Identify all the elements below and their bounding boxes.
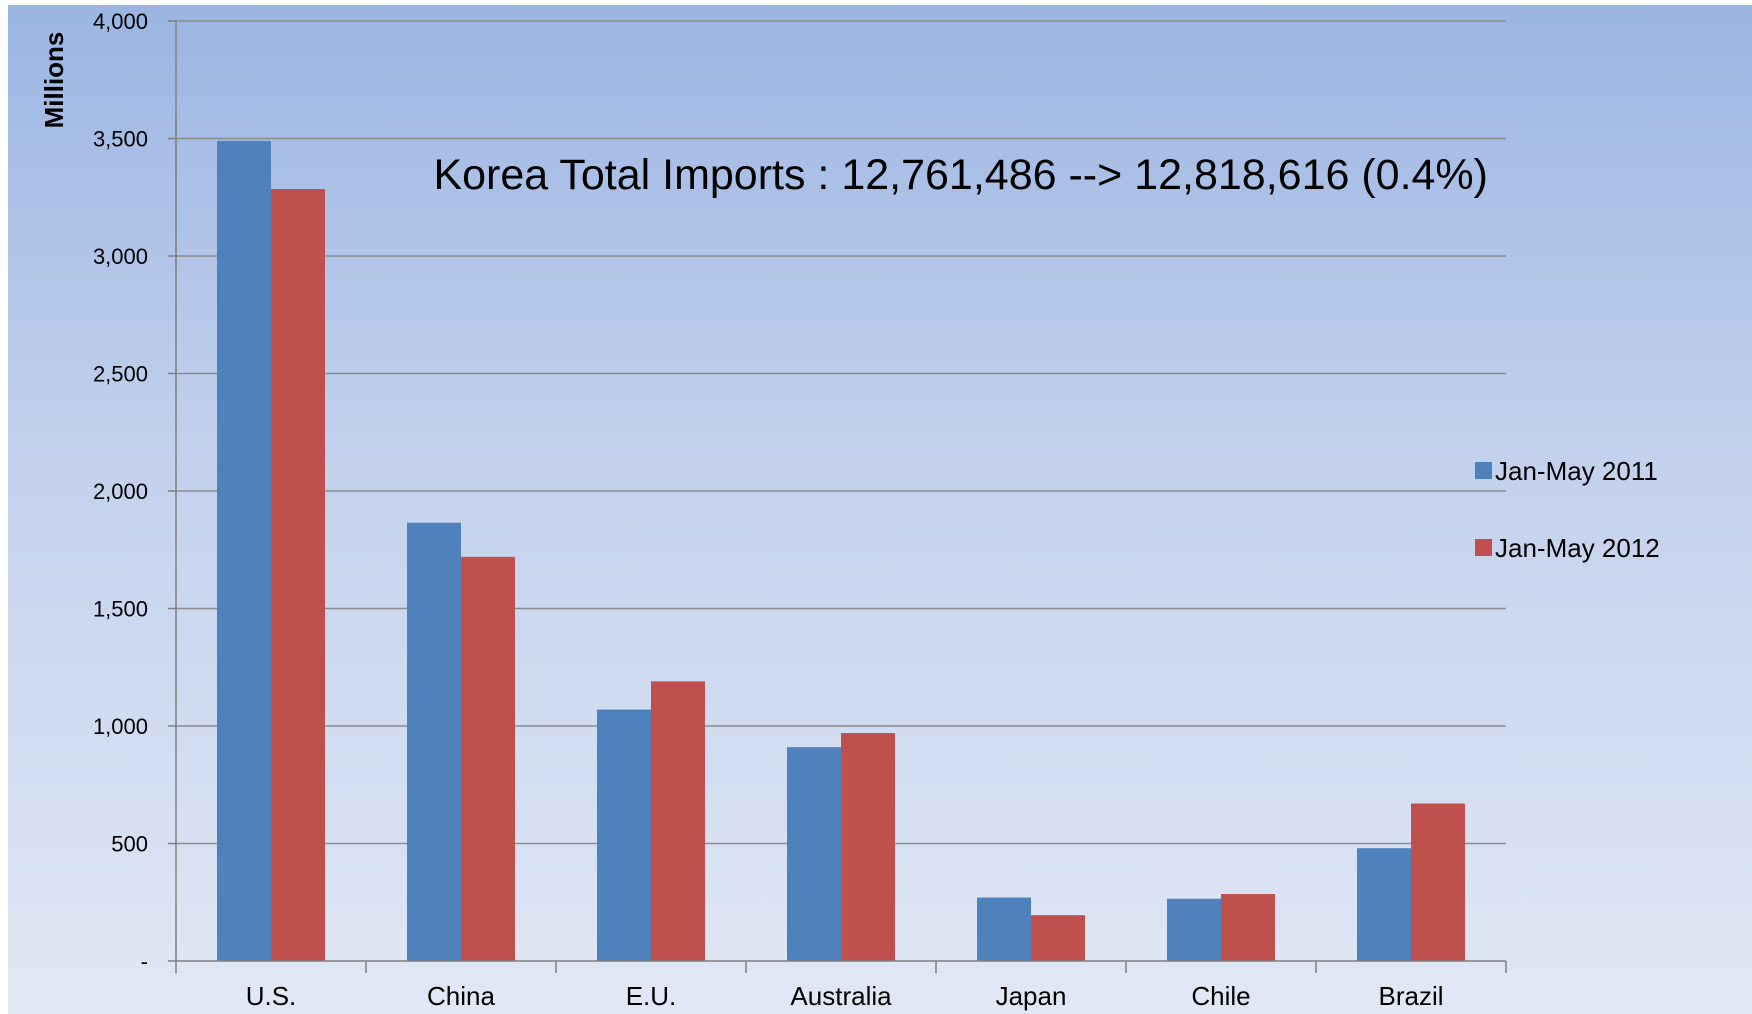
x-category-label: Japan bbox=[996, 981, 1067, 1011]
bars bbox=[217, 140, 1465, 962]
y-tick-label: 500 bbox=[111, 832, 148, 857]
bar-australia-2 bbox=[841, 733, 895, 961]
y-tick-label: 1,500 bbox=[93, 597, 148, 622]
legend-label: Jan-May 2012 bbox=[1495, 533, 1660, 563]
axes: - 500 1,000 1,500 2,000 2,500 3,000 3,500 4,000U… bbox=[93, 9, 1507, 1011]
legend-item: Jan-May 2011 bbox=[1475, 456, 1658, 486]
x-category-label: Chile bbox=[1191, 981, 1250, 1011]
legend-swatch bbox=[1475, 539, 1492, 556]
bar-brazil-1 bbox=[1357, 848, 1411, 961]
y-tick-label: 4,000 bbox=[93, 9, 148, 34]
x-category-label: China bbox=[427, 981, 495, 1011]
bar-china-1 bbox=[407, 522, 461, 961]
y-tick-label: 2,500 bbox=[93, 362, 148, 387]
x-category-label: E.U. bbox=[626, 981, 677, 1011]
legend-item: Jan-May 2012 bbox=[1475, 533, 1660, 563]
legend-label: Jan-May 2011 bbox=[1495, 456, 1658, 486]
legend-swatch bbox=[1475, 462, 1492, 479]
bar-japan-1 bbox=[977, 897, 1031, 961]
bar-chart: - 500 1,000 1,500 2,000 2,500 3,000 3,500 4,000U… bbox=[39, 9, 1660, 1011]
y-tick-label: 3,500 bbox=[93, 127, 148, 152]
bar-chile-2 bbox=[1221, 894, 1275, 961]
total-imports-annotation: Korea Total Imports : 12,761,486 --> 12,… bbox=[433, 151, 1488, 199]
bar-eu-1 bbox=[597, 709, 651, 961]
y-tick-label: 1,000 bbox=[93, 714, 148, 739]
bar-australia-1 bbox=[787, 747, 841, 961]
bar-brazil-2 bbox=[1411, 803, 1465, 961]
bar-china-2 bbox=[461, 556, 515, 961]
y-tick-label: - bbox=[141, 949, 148, 974]
bar-chile-1 bbox=[1167, 898, 1221, 961]
bar-eu-2 bbox=[651, 681, 705, 961]
y-tick-label: 3,000 bbox=[93, 244, 148, 269]
x-category-label: Australia bbox=[790, 981, 892, 1011]
gridlines bbox=[176, 20, 1506, 845]
x-category-label: Brazil bbox=[1378, 981, 1443, 1011]
bar-japan-2 bbox=[1031, 915, 1085, 961]
y-axis-title: Millions bbox=[39, 32, 69, 129]
x-category-label: U.S. bbox=[246, 981, 297, 1011]
bar-us-2 bbox=[271, 189, 325, 961]
y-tick-label: 2,000 bbox=[93, 479, 148, 504]
bar-us-1 bbox=[217, 140, 271, 962]
